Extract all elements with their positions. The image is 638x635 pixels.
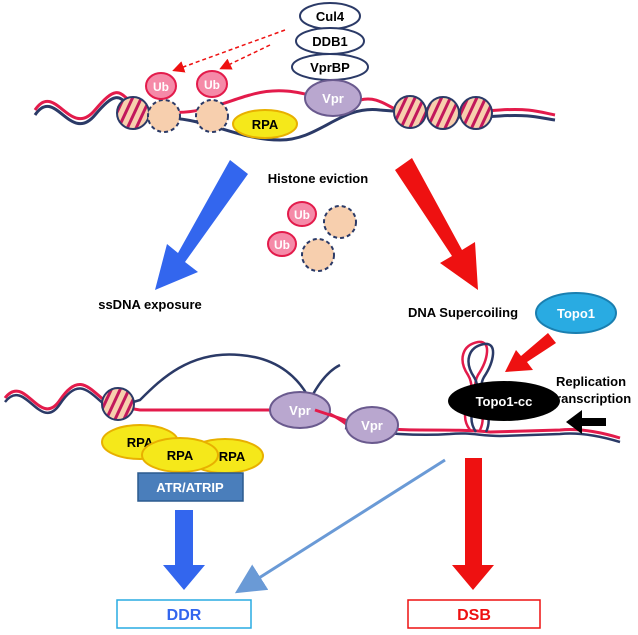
histone-evicted-1: [147, 99, 181, 133]
ub-arrow-1: [172, 29, 286, 73]
dsb-to-ddr-arrow: [234, 458, 446, 594]
ub-label-1: Ub: [153, 80, 169, 94]
topo1-cc-label: Topo1-cc: [476, 394, 533, 409]
histone-evicted-2: [195, 99, 229, 133]
top-dna: [33, 89, 556, 142]
ssdna-exposure-label: ssDNA exposure: [98, 297, 202, 312]
evicted-histones: Ub Ub: [267, 201, 357, 272]
histone-eviction-label: Histone eviction: [268, 171, 368, 186]
ddr-box: DDR: [116, 599, 252, 629]
histone-4: [459, 96, 493, 130]
ub-tag-2: Ub: [196, 70, 228, 98]
histone-3: [426, 96, 460, 130]
rpa-top-label: RPA: [252, 117, 279, 132]
ddr-label: DDR: [167, 607, 202, 624]
histone-5: [101, 387, 135, 421]
vprbp-label: VprBP: [310, 60, 350, 75]
histone-1: [116, 96, 150, 130]
vpr-left-label: Vpr: [289, 403, 311, 418]
red-arrow-right: [395, 158, 478, 290]
dna-supercoiling-label: DNA Supercoiling: [408, 305, 518, 320]
dsb-box: DSB: [407, 599, 541, 629]
ddb1-label: DDB1: [312, 34, 347, 49]
topo1-cc: Topo1-cc: [448, 381, 560, 421]
blue-arrow-down: [163, 510, 205, 590]
topo1-arrow: [505, 333, 556, 372]
dsb-label: DSB: [457, 607, 491, 624]
atr-atrip-label: ATR/ATRIP: [156, 480, 224, 495]
topo1-label: Topo1: [557, 306, 595, 321]
rpa-top: RPA: [232, 109, 298, 139]
vpr-left: Vpr: [269, 391, 331, 429]
atr-atrip-box: ATR/ATRIP: [137, 472, 244, 502]
histone-2: [393, 95, 427, 129]
transcription-label: Transcription: [549, 391, 631, 406]
ub-label-2: Ub: [204, 78, 220, 92]
cul4-label: Cul4: [316, 9, 345, 24]
black-arrow: [566, 410, 606, 434]
rpa-stack: RPA RPA RPA: [101, 424, 264, 474]
replication-label: Replication: [556, 374, 626, 389]
vpr-top-label: Vpr: [322, 91, 344, 106]
crl4-complex: Cul4 DDB1 VprBP Vpr: [291, 2, 369, 117]
rpa-label-3: RPA: [219, 449, 246, 464]
vpr-right-label: Vpr: [361, 418, 383, 433]
rpa-label-2: RPA: [167, 448, 194, 463]
ub-label-3: Ub: [294, 208, 310, 222]
blue-arrow-left: [155, 160, 248, 290]
vpr-right: Vpr: [345, 406, 399, 444]
ub-tag-1: Ub: [145, 72, 177, 100]
ub-arrow-2: [219, 44, 271, 70]
ub-label-4: Ub: [274, 238, 290, 252]
red-arrow-down: [452, 458, 494, 590]
topo1: Topo1: [535, 292, 617, 334]
